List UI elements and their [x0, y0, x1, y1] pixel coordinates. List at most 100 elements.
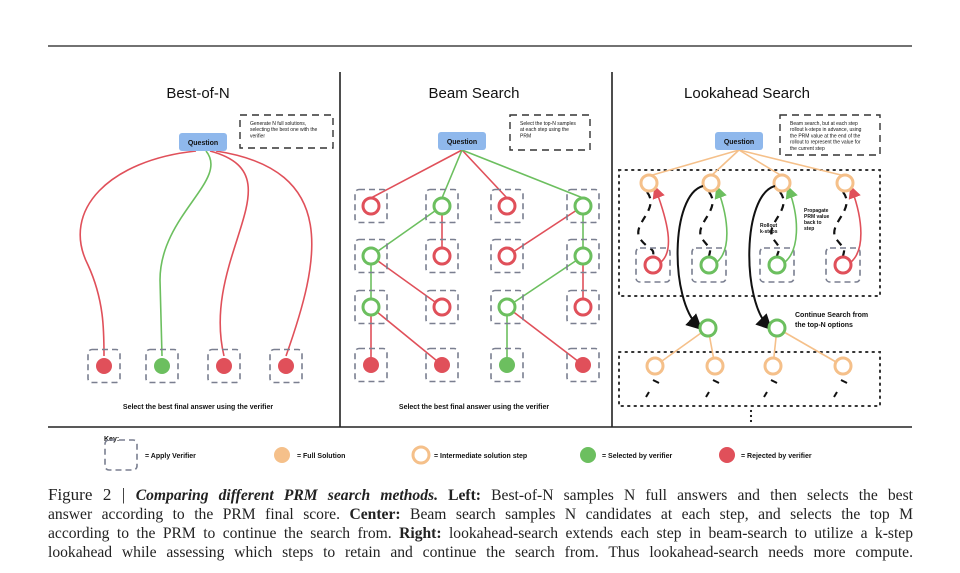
intermediate-step-node [772, 173, 792, 193]
note-text: Beam search, but at each step [790, 121, 858, 127]
beam-edge [506, 255, 584, 308]
key-intermediate: = Intermediate solution step [434, 453, 527, 460]
caption-line-4: lookahead while assessing which steps to… [48, 543, 913, 562]
beam-edge [370, 255, 443, 308]
beam-search-footer: Select the best final answer using the v… [399, 404, 549, 411]
intermediate-step-node [639, 173, 659, 193]
verifier-box [490, 289, 524, 325]
rollout-squiggle [705, 379, 720, 398]
best-of-n-path [215, 150, 313, 357]
caption-text: lookahead-search extends each step in be… [441, 525, 914, 542]
rollout-squiggle [637, 191, 655, 257]
continue-label: Continue Search from [795, 312, 868, 319]
continue-label: the top-N options [795, 322, 853, 329]
final-answer-node [575, 357, 591, 373]
verifier-box [566, 289, 600, 325]
key-verifier-box [104, 439, 138, 471]
key-apply-verifier: = Apply Verifier [145, 453, 196, 460]
propagate-arrow [652, 185, 670, 263]
rollout-squiggle [833, 191, 848, 257]
lookahead-edge [648, 149, 740, 177]
caption-text: lookahead while assessing which steps to… [48, 544, 913, 561]
question-label: Question [724, 139, 754, 146]
note-text: verifier [250, 133, 265, 139]
intermediate-step-node [701, 173, 721, 193]
note-text: PRM [520, 133, 531, 139]
intermediate-step-node [763, 356, 783, 376]
continuation-dot [749, 414, 753, 418]
note-text: rollout to represent the value for [790, 140, 861, 146]
verifier-box [354, 347, 388, 383]
verifier-box [425, 188, 459, 224]
verifier-box [354, 238, 388, 274]
beam-edge [370, 205, 443, 257]
lookahead-edge [776, 327, 844, 367]
caption-text: Best-of-N samples N full answers and the… [481, 487, 914, 504]
lookahead-edge [738, 149, 783, 177]
propagate-arrow [848, 185, 862, 263]
beam-edge [441, 149, 463, 199]
note-box [239, 114, 334, 149]
rollout-label: k-steps [760, 229, 778, 235]
verifier-box [490, 188, 524, 224]
intermediate-step-node [573, 196, 593, 216]
propagate-label: step [804, 226, 814, 232]
verifier-box [354, 289, 388, 325]
note-box [779, 114, 881, 156]
verifier-box [490, 238, 524, 274]
caption-text: answer according to the PRM final score. [48, 506, 350, 523]
panel-title-beam-search: Beam Search [429, 85, 520, 102]
verifier-box [269, 348, 303, 384]
note-text: the current step [790, 146, 825, 152]
key-full-solution-icon [274, 447, 290, 463]
note-text: at each step using the [520, 127, 569, 133]
verifier-box [566, 188, 600, 224]
propagate-arrow [714, 185, 728, 263]
intermediate-step-node [705, 356, 725, 376]
next-step-group [618, 351, 881, 407]
propagate-label: PRM value [804, 214, 830, 220]
lookahead-edge [710, 149, 740, 177]
key-rejected: = Rejected by verifier [741, 453, 812, 460]
beam-edge [370, 306, 443, 366]
verifier-box [207, 348, 241, 384]
intermediate-step-node [835, 173, 855, 193]
figure-label: Figure 2 | [48, 485, 136, 504]
best-of-n-path [79, 150, 197, 357]
best-of-n-path [209, 150, 250, 357]
lookahead-edge [654, 327, 709, 367]
verifier-box [425, 347, 459, 383]
key-intermediate-icon [411, 445, 431, 465]
intermediate-step-node [573, 246, 593, 266]
final-answer-node [96, 358, 112, 374]
beam-edge [370, 149, 463, 199]
rollout-squiggle [770, 191, 785, 257]
verifier-box [759, 247, 795, 283]
note-text: selecting the best one with the [250, 127, 317, 133]
beam-edge [506, 205, 584, 257]
intermediate-step-node [432, 246, 452, 266]
continuation-dot [749, 419, 753, 423]
verifier-box [354, 188, 388, 224]
continue-arrow [676, 185, 704, 331]
note-text: rollout k-steps in advance, using [790, 127, 862, 133]
propagate-arrow [784, 185, 798, 263]
key-selected: = Selected by verifier [602, 453, 673, 460]
intermediate-step-node [361, 196, 381, 216]
beam-edge [461, 149, 508, 199]
best-of-n-footer: Select the best final answer using the v… [123, 404, 273, 411]
caption-line-1: Figure 2 | Comparing different PRM searc… [48, 485, 913, 505]
caption-left-label: Left: [437, 487, 481, 504]
final-answer-node [154, 358, 170, 374]
note-text: Generate N full solutions, [250, 121, 306, 127]
question-label: Question [188, 140, 218, 147]
beam-edge [461, 149, 584, 199]
intermediate-step-node [497, 297, 517, 317]
rollout-squiggle [763, 379, 778, 398]
question-box [179, 133, 227, 151]
verifier-box [825, 247, 861, 283]
verifier-box [635, 247, 671, 283]
note-text: Select the top-N samples [520, 121, 576, 127]
note-box [509, 114, 591, 151]
